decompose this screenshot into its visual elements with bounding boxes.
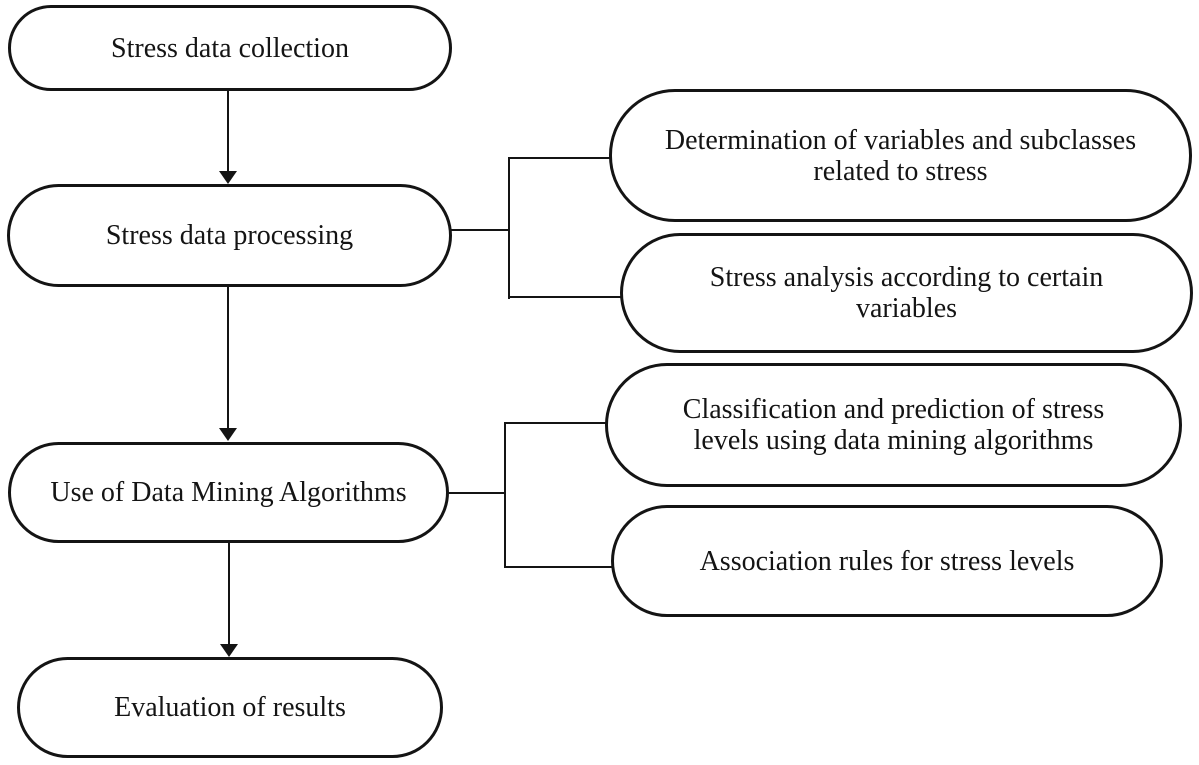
bracket-processing-to-determination (508, 157, 623, 159)
node-stress-data-processing: Stress data processing (7, 184, 452, 287)
bracket-mining-stub (446, 492, 506, 494)
node-label-line-2: variables (855, 293, 958, 324)
arrow-down-icon (219, 171, 237, 184)
node-use-of-data-mining-algorithms: Use of Data Mining Algorithms (8, 442, 449, 543)
node-evaluation-of-results: Evaluation of results (17, 657, 443, 758)
node-label-line-1: Stress analysis according to certain (709, 262, 1104, 293)
arrow-mining-to-evaluation-line (228, 543, 230, 644)
bracket-processing-stub (449, 229, 510, 231)
node-label-line-1: Determination of variables and subclasse… (664, 124, 1137, 156)
arrow-collection-to-processing-line (227, 91, 229, 172)
arrow-processing-to-mining-line (227, 287, 229, 428)
node-label: Use of Data Mining Algorithms (50, 477, 407, 508)
bracket-mining-to-classification (504, 422, 620, 424)
arrow-down-icon (220, 644, 238, 657)
node-label-line-1: Classification and prediction of stress (682, 394, 1105, 425)
bracket-mining-to-association (504, 566, 626, 568)
arrow-down-icon (219, 428, 237, 441)
bracket-mining-trunk (504, 422, 506, 568)
node-label: Stress data collection (111, 32, 349, 64)
bracket-processing-trunk (508, 157, 510, 299)
node-label: Evaluation of results (114, 692, 346, 723)
node-determination-of-variables: Determination of variables and subclasse… (609, 89, 1192, 222)
node-classification-and-prediction: Classification and prediction of stress … (605, 363, 1182, 487)
node-label: Stress data processing (105, 220, 354, 251)
bracket-processing-to-analysis (508, 296, 630, 298)
node-label-line-2: levels using data mining algorithms (693, 425, 1094, 456)
node-stress-data-collection: Stress data collection (8, 5, 452, 91)
node-association-rules: Association rules for stress levels (611, 505, 1163, 617)
node-stress-analysis: Stress analysis according to certain var… (620, 233, 1193, 353)
node-label-line-2: related to stress (813, 155, 988, 187)
node-label: Association rules for stress levels (699, 545, 1075, 577)
